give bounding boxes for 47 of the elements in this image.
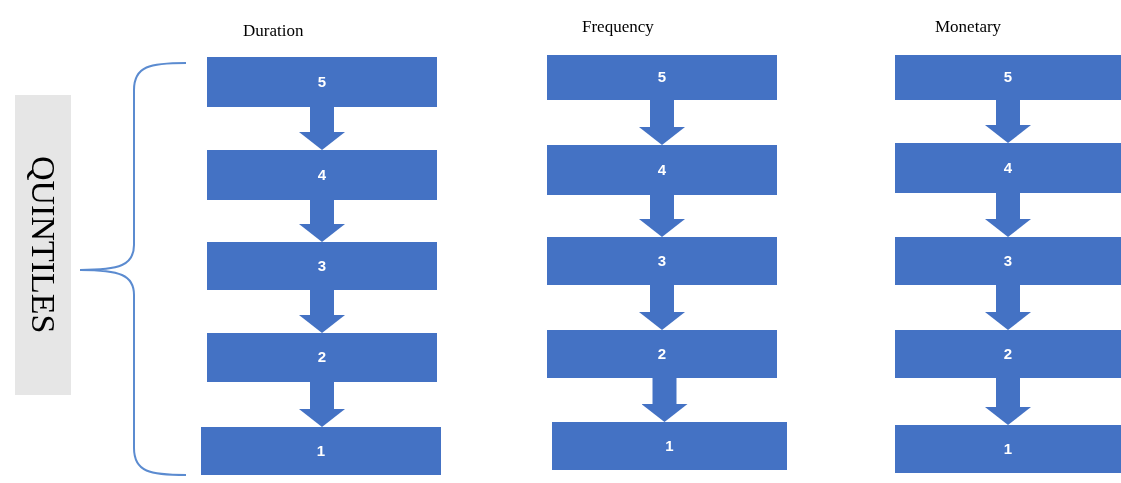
block-arrow — [639, 100, 685, 145]
label-box — [15, 95, 71, 395]
process-box — [207, 150, 437, 200]
process-box — [207, 57, 437, 107]
process-box — [895, 330, 1121, 378]
box-label: 2 — [1003, 343, 1013, 364]
box-label: 4 — [657, 159, 667, 180]
box-label: 2 — [657, 343, 667, 364]
block-arrow — [985, 193, 1031, 237]
box-label: 1 — [316, 440, 326, 461]
box-label: 1 — [665, 435, 674, 456]
block-arrow — [985, 100, 1031, 143]
process-box — [552, 422, 787, 470]
column-heading: Duration — [243, 20, 304, 42]
block-arrow — [299, 290, 345, 333]
process-box — [207, 242, 437, 290]
box-label: 5 — [1003, 67, 1013, 88]
box-label: 4 — [317, 164, 327, 185]
block-arrow — [299, 382, 345, 427]
process-box — [895, 237, 1121, 285]
box-label: 5 — [317, 71, 327, 92]
block-arrow — [641, 378, 688, 422]
axis-label: QUINTILES — [26, 156, 60, 334]
block-arrow — [299, 107, 345, 150]
box-label: 5 — [657, 67, 667, 88]
box-label: 2 — [317, 347, 327, 368]
process-box — [547, 237, 777, 285]
block-arrow — [639, 195, 685, 237]
block-arrow — [639, 285, 685, 330]
box-label: 1 — [1003, 438, 1013, 459]
process-box — [201, 427, 441, 475]
process-box — [895, 143, 1121, 193]
process-box — [895, 425, 1121, 473]
box-label: 4 — [1003, 157, 1013, 178]
process-box — [207, 333, 437, 382]
box-label: 3 — [317, 255, 327, 276]
process-box — [895, 55, 1121, 100]
process-box — [547, 145, 777, 195]
process-box — [547, 55, 777, 100]
process-box — [547, 330, 777, 378]
box-label: 3 — [1003, 250, 1013, 271]
block-arrow — [985, 378, 1031, 425]
block-arrow — [985, 285, 1031, 330]
column-heading: Monetary — [935, 16, 1002, 38]
box-label: 3 — [657, 250, 667, 271]
column-heading: Frequency — [582, 16, 654, 38]
block-arrow — [299, 200, 345, 242]
